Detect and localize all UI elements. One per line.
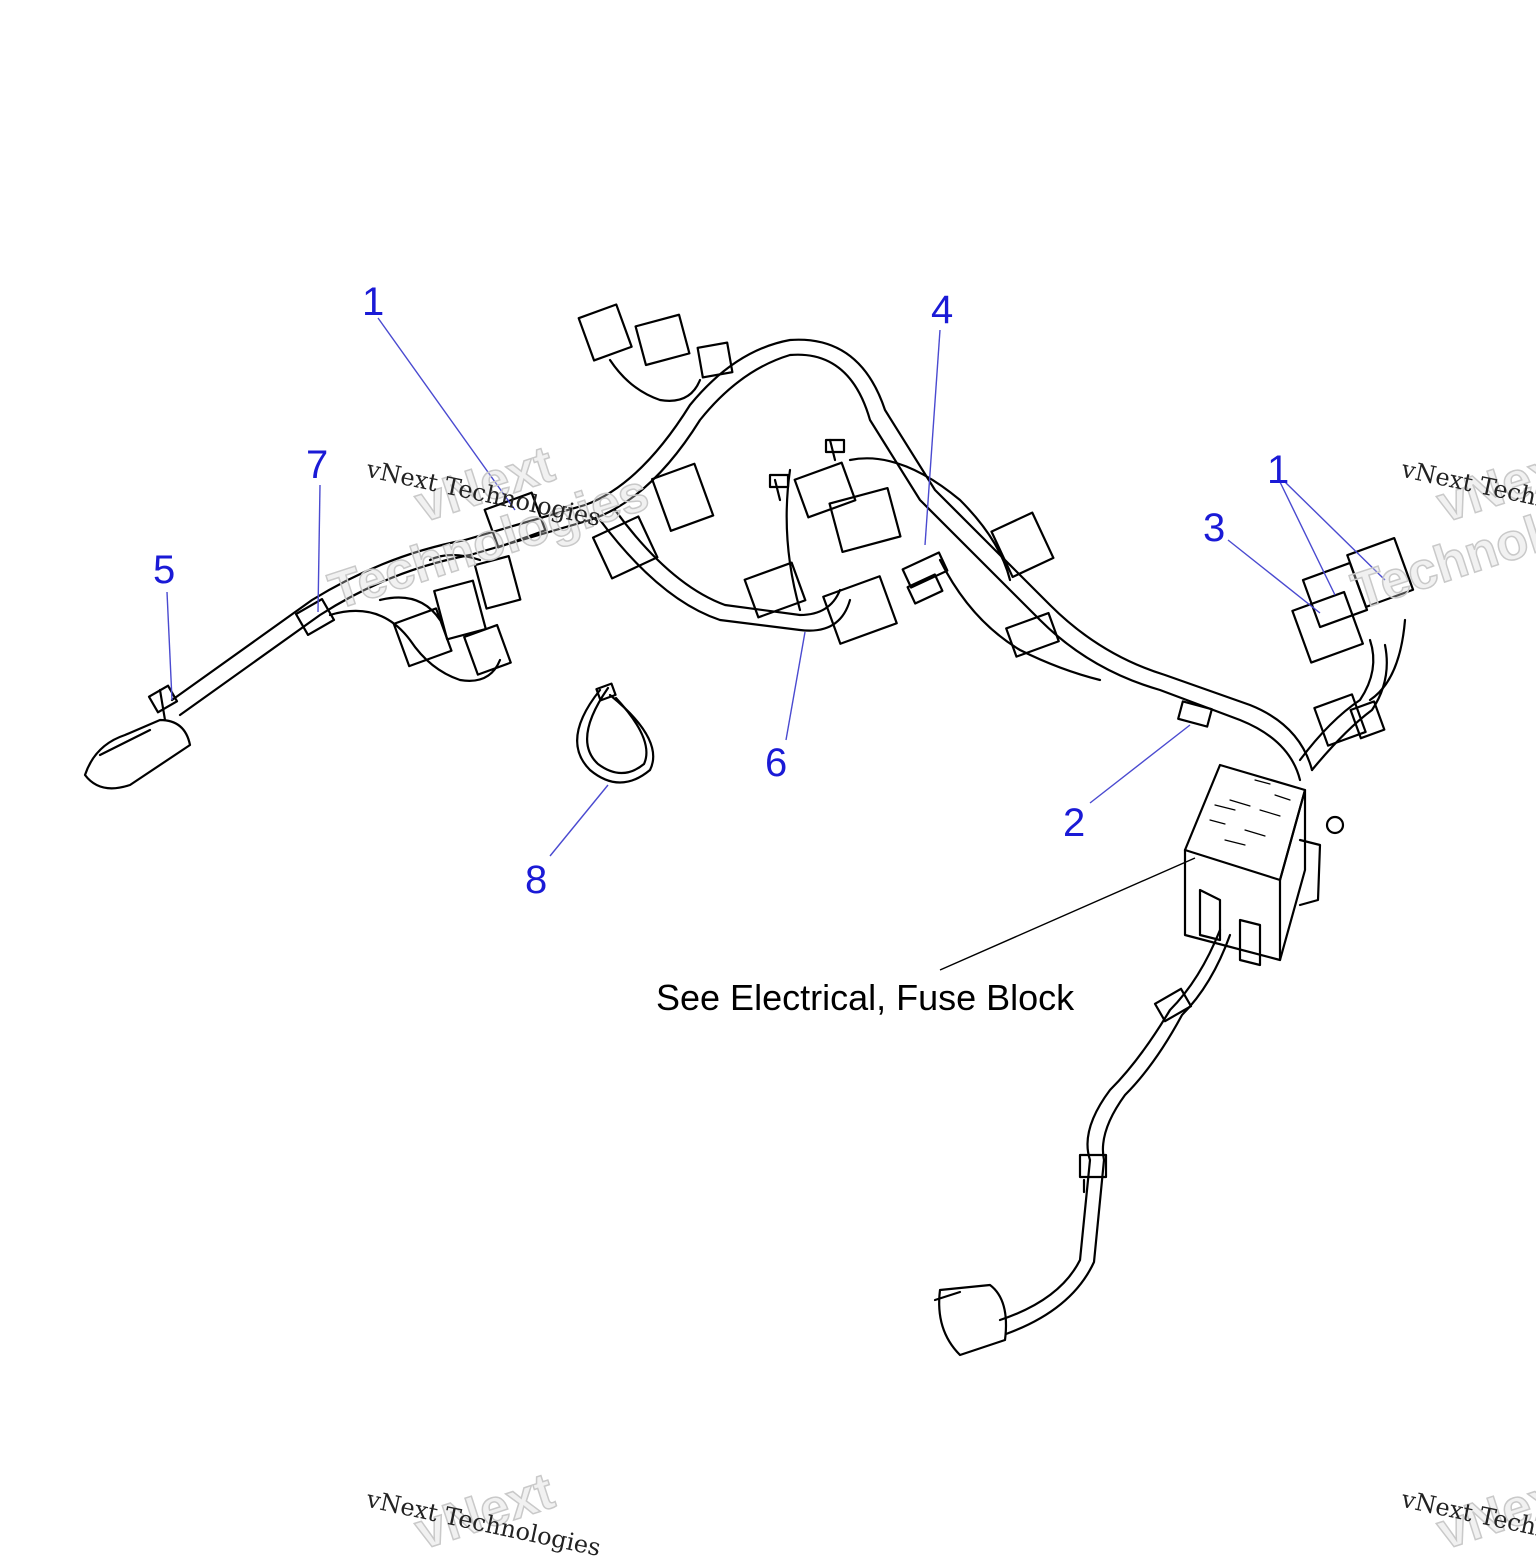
callout-5: 5 [153,548,176,592]
cable-tie [576,682,655,784]
fuse-block-reference-note: See Electrical, Fuse Block [656,977,1075,1018]
callout-2: 2 [1063,801,1086,845]
right-connectors [1291,536,1415,747]
note-leader [939,857,1196,971]
callout-6: 6 [765,741,788,785]
callout-4: 4 [931,288,954,332]
callout-3: 3 [1203,506,1226,550]
callout-1-left: 1 [362,280,385,324]
top-connectors [483,303,734,580]
callout-1-right: 1 [1267,448,1290,492]
main-harness-trunk [170,338,1407,782]
left-connectors [392,553,522,676]
center-connectors [743,438,1213,728]
callout-8: 8 [525,858,548,902]
leader-lines [166,317,1386,857]
left-end-connector [83,598,336,790]
lower-ground-cable [933,928,1232,1357]
callout-7: 7 [306,443,329,487]
fuse-block [1183,763,1345,967]
